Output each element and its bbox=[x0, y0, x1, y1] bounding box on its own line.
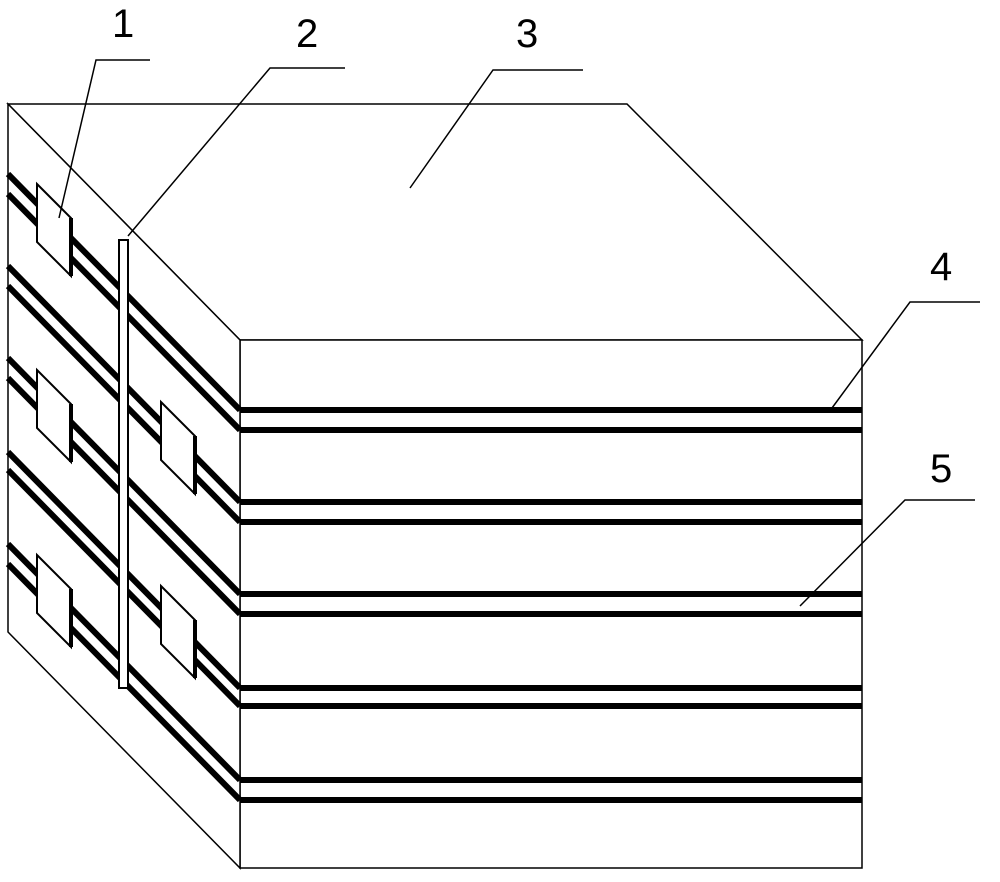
vertical-rod bbox=[118, 239, 129, 689]
leader-lines bbox=[58, 59, 980, 607]
leader-4 bbox=[831, 301, 980, 409]
callout-5: 5 bbox=[930, 447, 952, 491]
callout-2: 2 bbox=[296, 12, 318, 56]
front-face bbox=[239, 339, 863, 869]
leader-2 bbox=[127, 67, 345, 237]
callout-3: 3 bbox=[516, 12, 538, 56]
callout-4: 4 bbox=[930, 245, 952, 289]
front-stripes bbox=[240, 407, 862, 803]
leader-5 bbox=[799, 499, 975, 607]
callout-1: 1 bbox=[112, 2, 134, 46]
leader-3 bbox=[409, 69, 583, 189]
plate-thickness bbox=[69, 218, 197, 678]
leader-1 bbox=[58, 59, 150, 219]
